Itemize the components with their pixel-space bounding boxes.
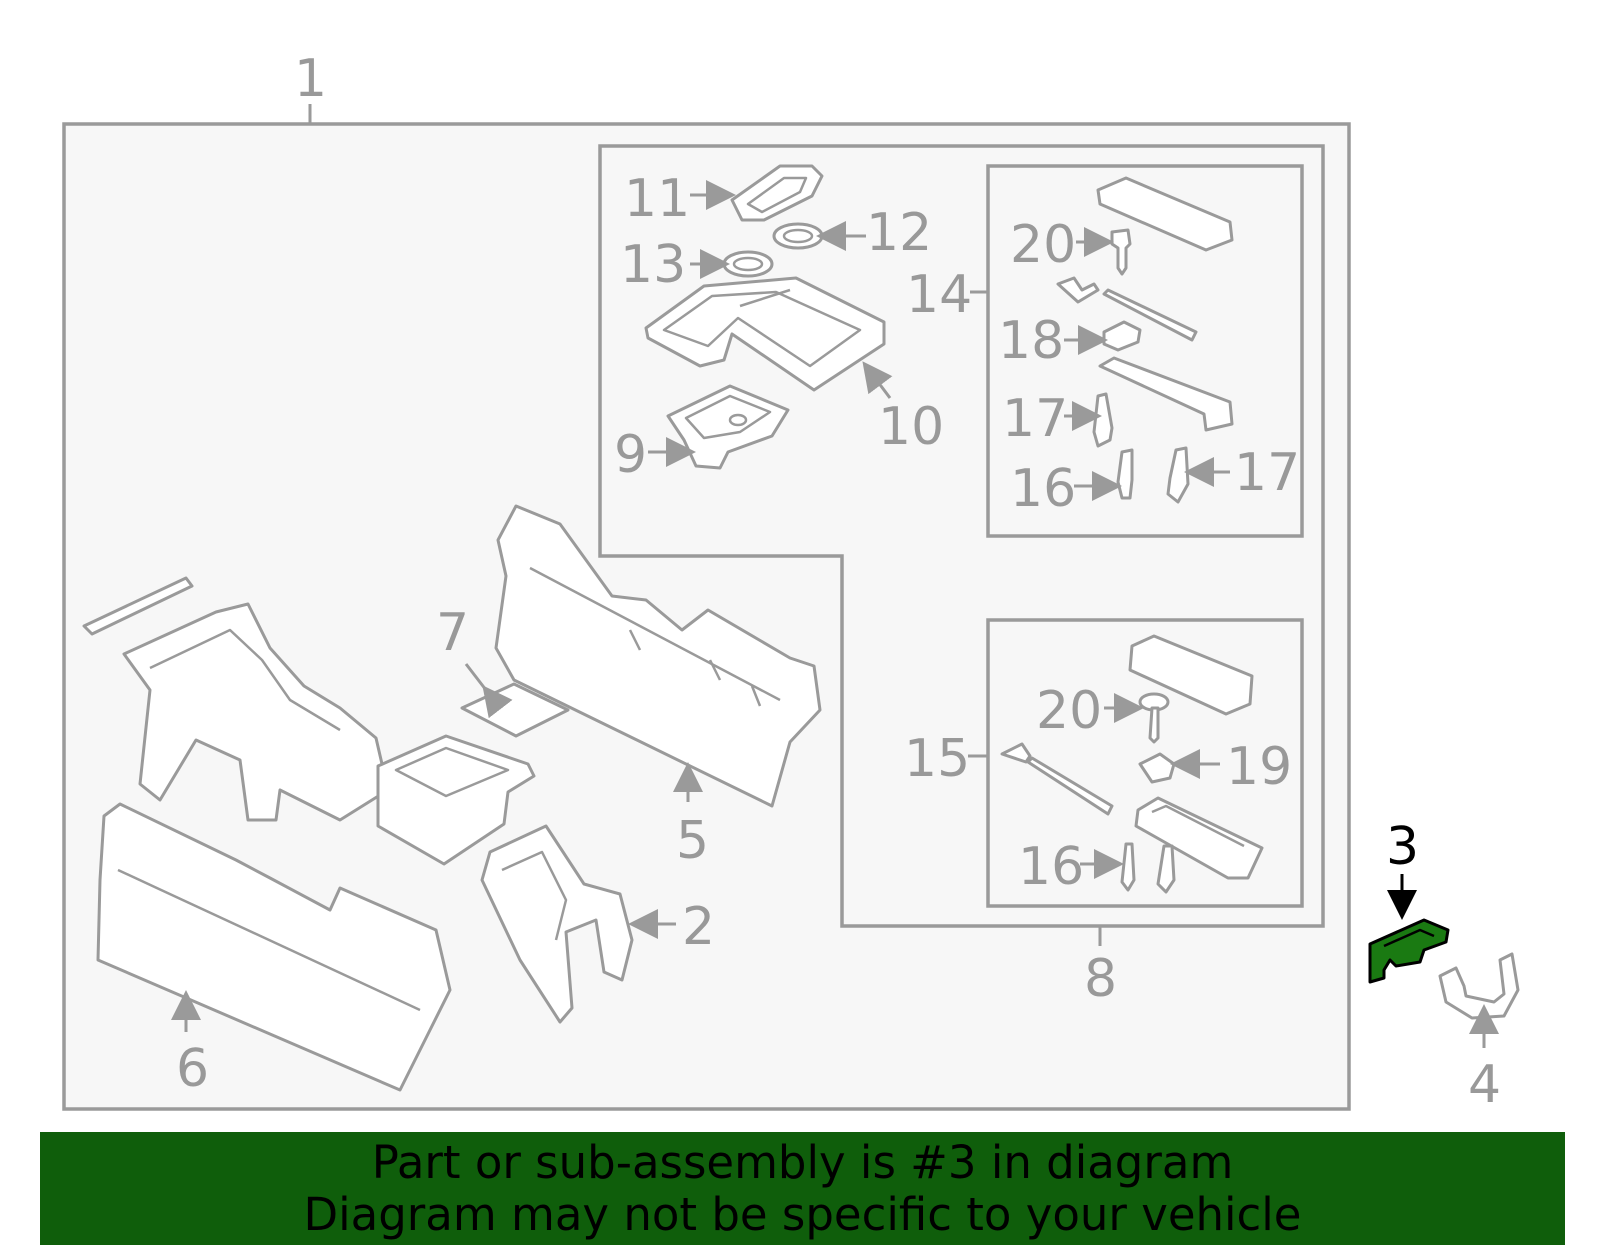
- part-11-bezel: [730, 164, 824, 222]
- callout-19: 19: [1226, 737, 1292, 797]
- leader-lines: [171, 180, 1499, 1048]
- part-9-cup-holder: [666, 384, 790, 470]
- part-12-ring: [772, 222, 824, 250]
- callout-14: 14: [906, 265, 972, 325]
- info-banner: Part or sub-assembly is #3 in diagram Di…: [40, 1132, 1565, 1245]
- callout-3: 3: [1386, 817, 1419, 877]
- callout-9: 9: [614, 425, 647, 485]
- base-console: [82, 576, 390, 822]
- callout-18: 18: [998, 311, 1064, 371]
- callout-6: 6: [176, 1039, 209, 1099]
- part-3-body: [1368, 918, 1450, 984]
- part-2-bracket: [480, 824, 634, 1024]
- storage-bin: [376, 734, 536, 866]
- callout-15: 15: [904, 729, 970, 789]
- kit-upper-contents: [1056, 176, 1234, 504]
- part-10-tray: [644, 276, 886, 392]
- callout-13: 13: [620, 235, 686, 295]
- callout-1: 1: [294, 49, 327, 109]
- callout-7: 7: [436, 603, 469, 663]
- callout-11: 11: [624, 169, 690, 229]
- callout-4: 4: [1468, 1055, 1501, 1115]
- callout-16-upper: 16: [1010, 459, 1076, 519]
- callout-5: 5: [676, 811, 709, 871]
- callout-20-lower: 20: [1036, 681, 1102, 741]
- banner-line-disclaimer: Diagram may not be specific to your vehi…: [303, 1187, 1302, 1241]
- banner-line-part: Part or sub-assembly is #3 in diagram: [371, 1135, 1234, 1189]
- part-3-highlighted: [1368, 918, 1450, 984]
- callout-17-right: 17: [1234, 443, 1300, 503]
- part-5-rear-panel: [494, 504, 822, 808]
- part-4-clip: [1438, 952, 1520, 1020]
- callout-8: 8: [1084, 949, 1117, 1009]
- part-6-side-panel: [96, 802, 452, 1092]
- callout-16-lower: 16: [1018, 837, 1084, 897]
- callout-12: 12: [866, 203, 932, 263]
- callout-17-left: 17: [1002, 389, 1068, 449]
- part-13-ring: [722, 250, 774, 278]
- callout-2: 2: [682, 897, 715, 957]
- kit-box-upper: [986, 164, 1304, 538]
- callout-10: 10: [878, 397, 944, 457]
- callout-20-upper: 20: [1010, 215, 1076, 275]
